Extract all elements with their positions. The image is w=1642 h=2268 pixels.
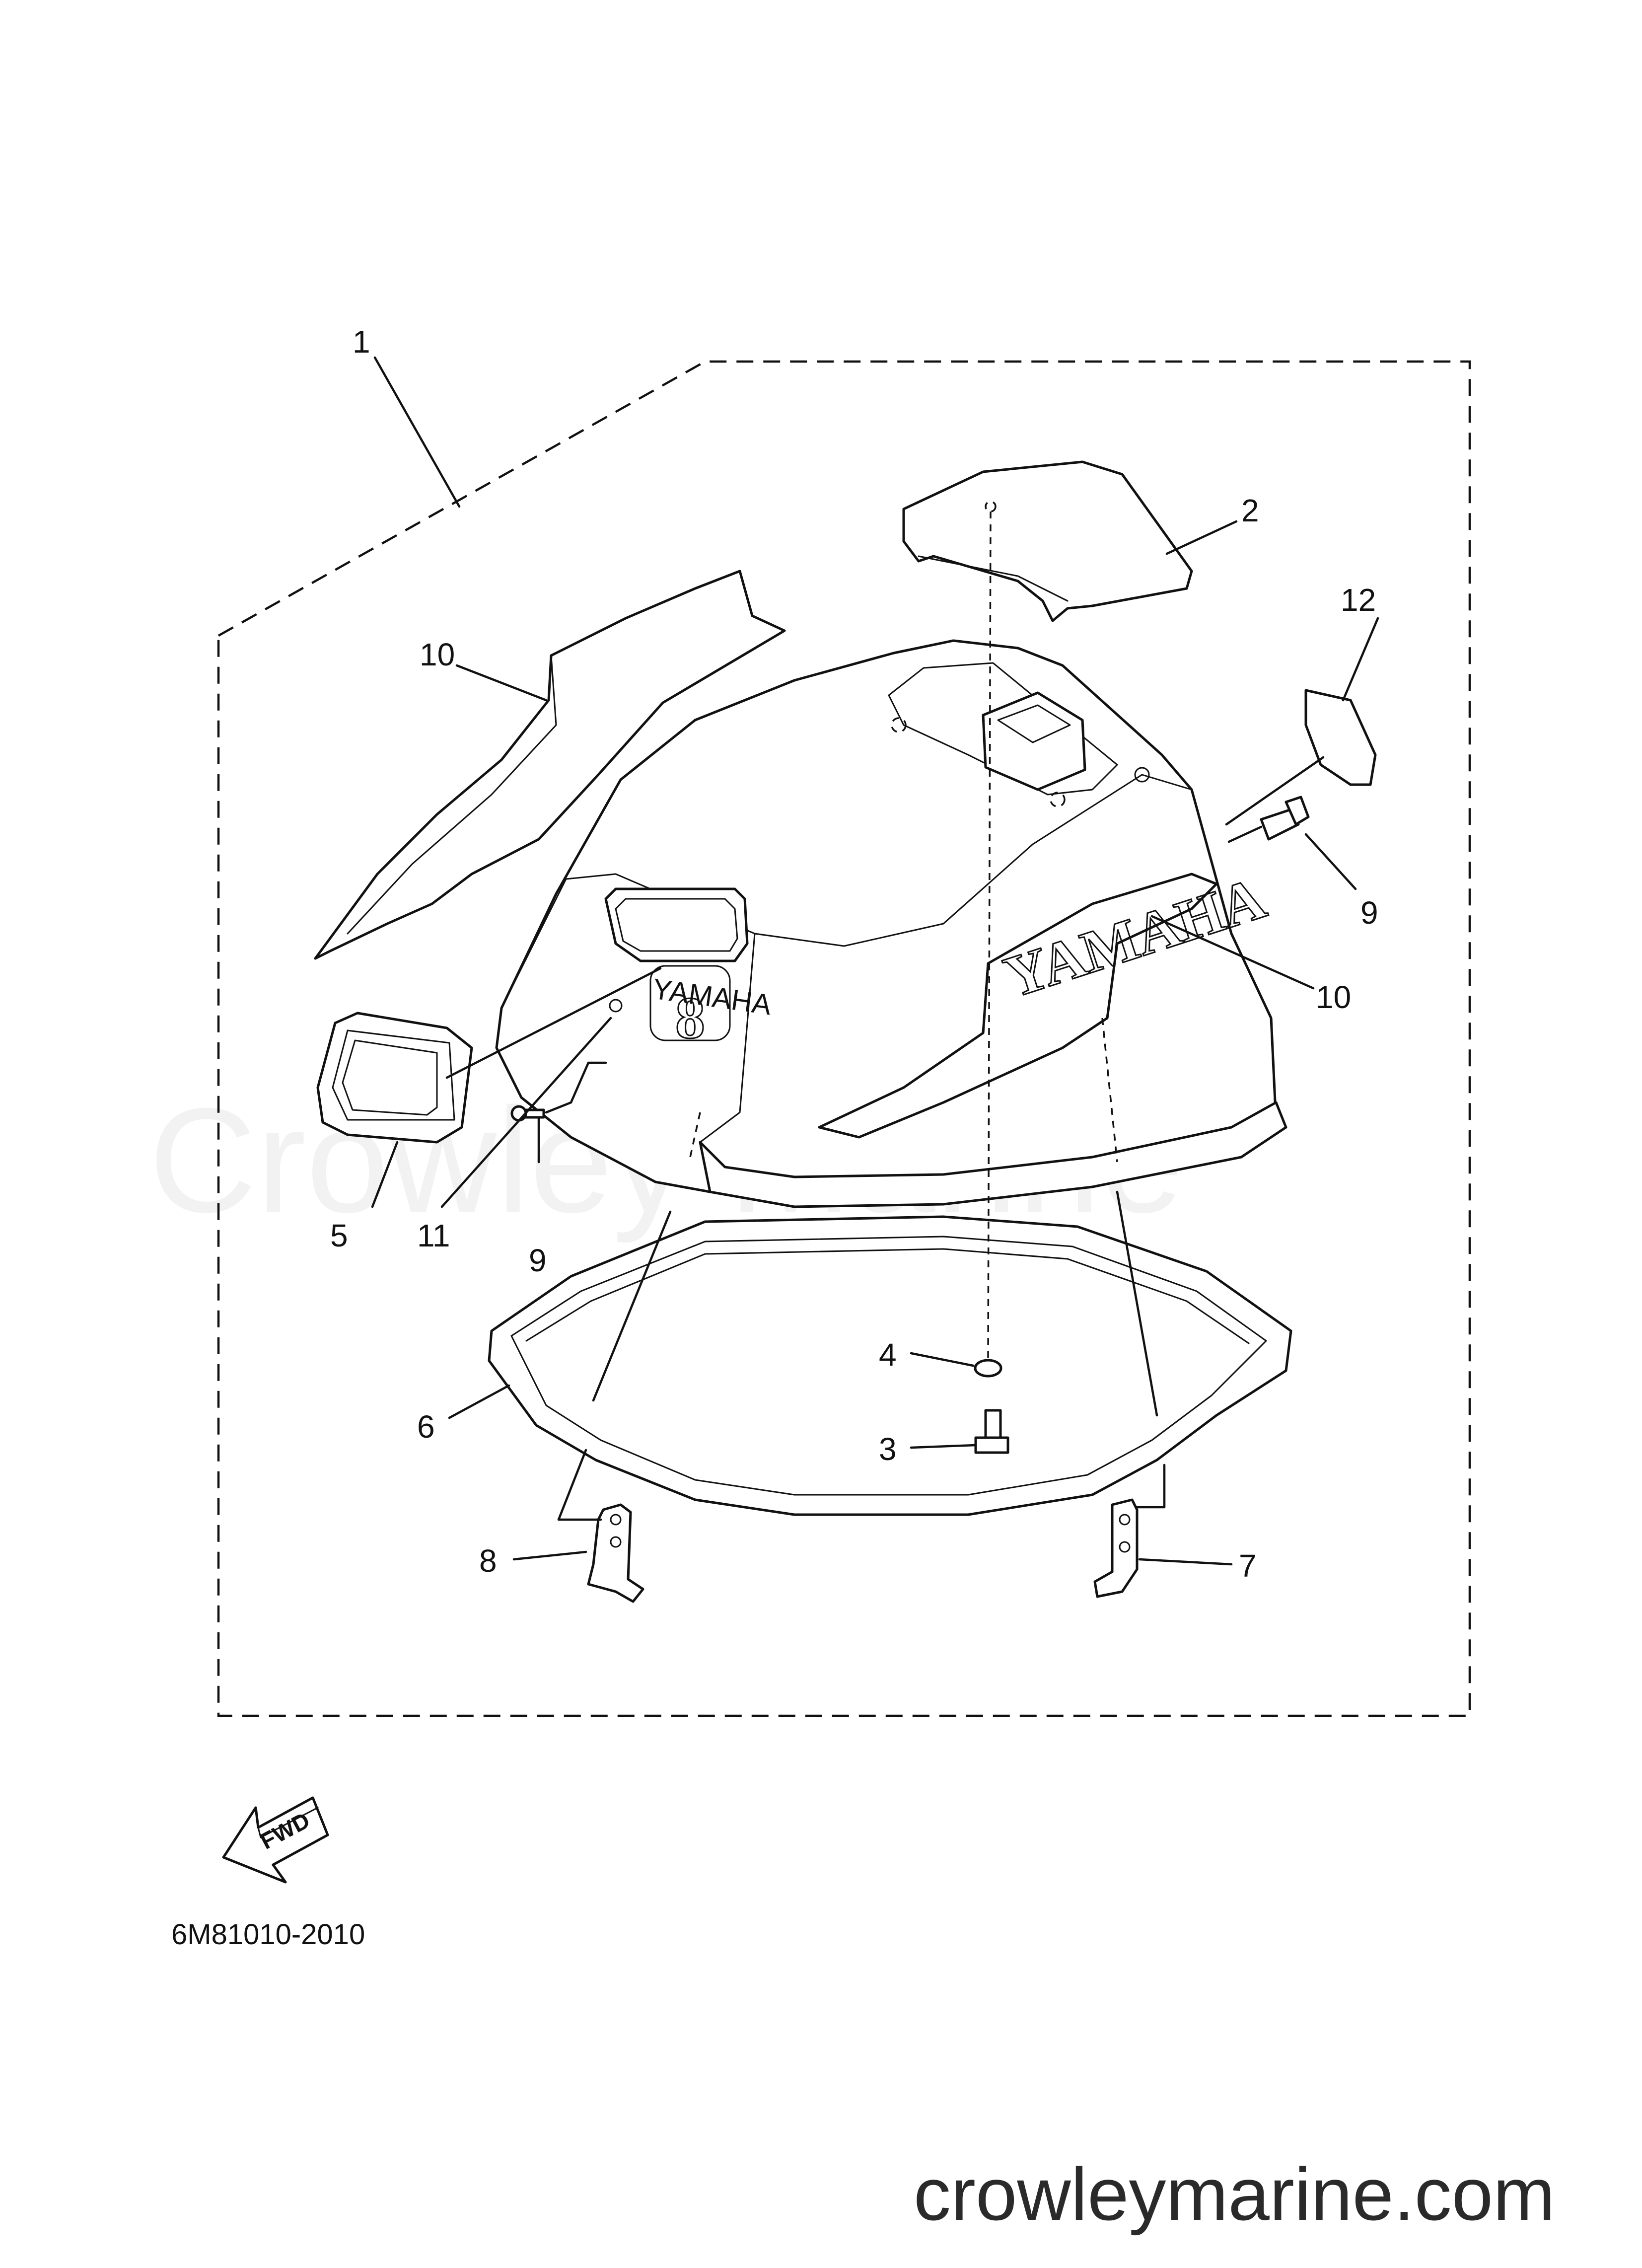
callout-9-right: 9 bbox=[1360, 895, 1378, 931]
top-intake-slot bbox=[997, 704, 1071, 743]
drawing-code: 6M81010-2010 bbox=[171, 1918, 365, 1951]
cowling-seal-groove bbox=[525, 1248, 1250, 1344]
leader-1 bbox=[373, 356, 461, 508]
callout-8: 8 bbox=[479, 1543, 497, 1579]
bolt-right bbox=[1260, 808, 1300, 841]
mount-hole-3 bbox=[1134, 767, 1150, 783]
model-badge-frame bbox=[649, 965, 731, 1041]
mount-hole-1 bbox=[891, 717, 907, 733]
washer bbox=[974, 1359, 1002, 1378]
leader-3 bbox=[910, 1444, 977, 1449]
callout-2: 2 bbox=[1241, 493, 1259, 528]
side-decal-left-edge bbox=[347, 655, 557, 935]
leader-9a-b bbox=[1227, 825, 1263, 843]
leader-5 bbox=[371, 1141, 399, 1208]
callout-6: 6 bbox=[417, 1409, 435, 1445]
model-badge: 8 bbox=[675, 985, 705, 1051]
callout-10-left: 10 bbox=[420, 637, 455, 672]
website-footer: crowleymarine.com bbox=[914, 2152, 1555, 2236]
side-plate-right bbox=[1304, 689, 1377, 786]
callout-3: 3 bbox=[879, 1431, 897, 1467]
leader-5b bbox=[445, 967, 662, 1079]
leader-10a bbox=[455, 664, 548, 702]
air-intake-opening bbox=[604, 887, 749, 962]
top-deck-line bbox=[754, 774, 1193, 947]
top-cap-cover bbox=[902, 460, 1193, 622]
leader-6 bbox=[448, 1384, 510, 1419]
air-intake-grommet-ridge bbox=[332, 1029, 455, 1121]
top-recess bbox=[888, 662, 1118, 796]
air-intake-inner bbox=[615, 898, 738, 952]
callout-11: 11 bbox=[417, 1218, 450, 1253]
leader-10b bbox=[1150, 915, 1315, 990]
leader-8 bbox=[512, 1550, 587, 1561]
align-bracket-left bbox=[557, 1449, 602, 1521]
leader-11 bbox=[440, 1017, 612, 1208]
align-left bbox=[592, 1210, 672, 1402]
cap-hole bbox=[985, 501, 997, 512]
leader-2 bbox=[1165, 520, 1238, 555]
bracket-left-hole-2 bbox=[610, 1536, 622, 1548]
bracket-left bbox=[587, 1503, 644, 1603]
align-bracket-right bbox=[1136, 1463, 1166, 1509]
top-cap-inner bbox=[918, 555, 1069, 602]
mounting-bolt-shank bbox=[984, 1409, 1002, 1439]
callout-5: 5 bbox=[330, 1218, 348, 1253]
axis-right-cowl bbox=[1101, 1018, 1118, 1163]
align-right bbox=[1116, 1190, 1158, 1417]
callout-10-right: 10 bbox=[1316, 979, 1351, 1015]
leader-4 bbox=[910, 1352, 975, 1367]
leader-9b-b bbox=[545, 1061, 607, 1114]
screw-hole bbox=[609, 999, 623, 1013]
front-panel-inner bbox=[500, 873, 617, 1009]
cowling-seal-inner bbox=[510, 1236, 1267, 1496]
top-cowling-shell bbox=[495, 639, 1278, 1203]
leader-9a bbox=[1304, 833, 1357, 890]
bolt-right-head bbox=[1285, 796, 1310, 826]
leader-12 bbox=[1342, 617, 1379, 702]
callout-7: 7 bbox=[1239, 1548, 1257, 1584]
cowling-seal bbox=[488, 1215, 1292, 1516]
bracket-left-hole-1 bbox=[610, 1514, 622, 1526]
callout-4: 4 bbox=[879, 1337, 897, 1373]
callout-1: 1 bbox=[353, 324, 370, 360]
callout-9-left: 9 bbox=[529, 1243, 547, 1278]
bracket-right-hole-1 bbox=[1119, 1514, 1131, 1526]
mounting-bolt-head bbox=[974, 1436, 1009, 1454]
pin-left-head bbox=[510, 1105, 527, 1122]
leader-7 bbox=[1138, 1558, 1233, 1566]
callout-12: 12 bbox=[1341, 582, 1376, 618]
mount-hole-2 bbox=[1050, 792, 1066, 807]
bracket-right-hole-2 bbox=[1119, 1541, 1131, 1553]
leader-12b bbox=[1225, 756, 1325, 826]
cowl-stripe bbox=[818, 873, 1218, 1139]
fwd-arrow-icon: FWD bbox=[222, 1796, 329, 1884]
bracket-right bbox=[1093, 1498, 1139, 1598]
top-cowling-rim bbox=[699, 1101, 1287, 1208]
assembly-boundary bbox=[217, 360, 1471, 1717]
air-intake-grommet-inner bbox=[342, 1039, 438, 1116]
